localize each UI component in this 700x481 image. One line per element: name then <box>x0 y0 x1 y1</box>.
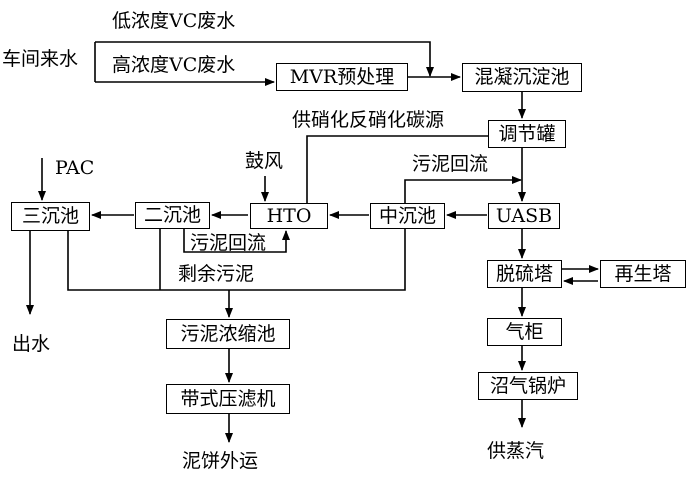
sludge-return-upper-line <box>404 176 522 205</box>
blower-label: 鼓风 <box>245 150 284 172</box>
sludge-thickener-box: 污泥浓缩池 <box>166 319 290 349</box>
desulfurization-tower-box: 脱硫塔 <box>487 260 562 288</box>
gas-holder-box: 气柜 <box>487 318 562 346</box>
hto-box: HTO <box>250 203 328 229</box>
excess-sludge-collector <box>67 229 406 291</box>
excess-sludge-label: 剩余污泥 <box>178 263 255 285</box>
sludge-cake-out-label: 泥饼外运 <box>182 450 259 472</box>
belt-filter-press-box: 带式压滤机 <box>166 384 290 414</box>
biogas-boiler-box: 沼气锅炉 <box>478 372 578 400</box>
steam-supply-label: 供蒸汽 <box>487 440 545 462</box>
workshop-inflow-label: 车间来水 <box>2 48 79 70</box>
sludge-return-lower-line <box>183 229 290 253</box>
effluent-label: 出水 <box>12 333 51 355</box>
regeneration-tower-box: 再生塔 <box>600 260 686 288</box>
secondary-clarifier-box: 二沉池 <box>135 202 210 229</box>
carbon-source-label: 供硝化反硝化碳源 <box>292 109 445 131</box>
sludge-return-lower-label: 污泥回流 <box>190 232 267 254</box>
carbon-source-line <box>306 135 488 205</box>
tertiary-clarifier-box: 三沉池 <box>11 202 90 231</box>
coagulation-tank-box: 混凝沉淀池 <box>462 63 582 92</box>
mvr-pretreatment-box: MVR预处理 <box>276 63 408 91</box>
low-vc-line <box>95 41 434 77</box>
low-vc-wastewater-label: 低浓度VC废水 <box>112 10 236 32</box>
intermediate-clarifier-box: 中沉池 <box>370 203 445 229</box>
high-vc-wastewater-label: 高浓度VC废水 <box>112 54 236 76</box>
pac-label: PAC <box>55 157 95 179</box>
sludge-return-upper-label: 污泥回流 <box>412 153 489 175</box>
uasb-box: UASB <box>488 203 560 229</box>
regulating-tank-box: 调节罐 <box>488 120 566 148</box>
